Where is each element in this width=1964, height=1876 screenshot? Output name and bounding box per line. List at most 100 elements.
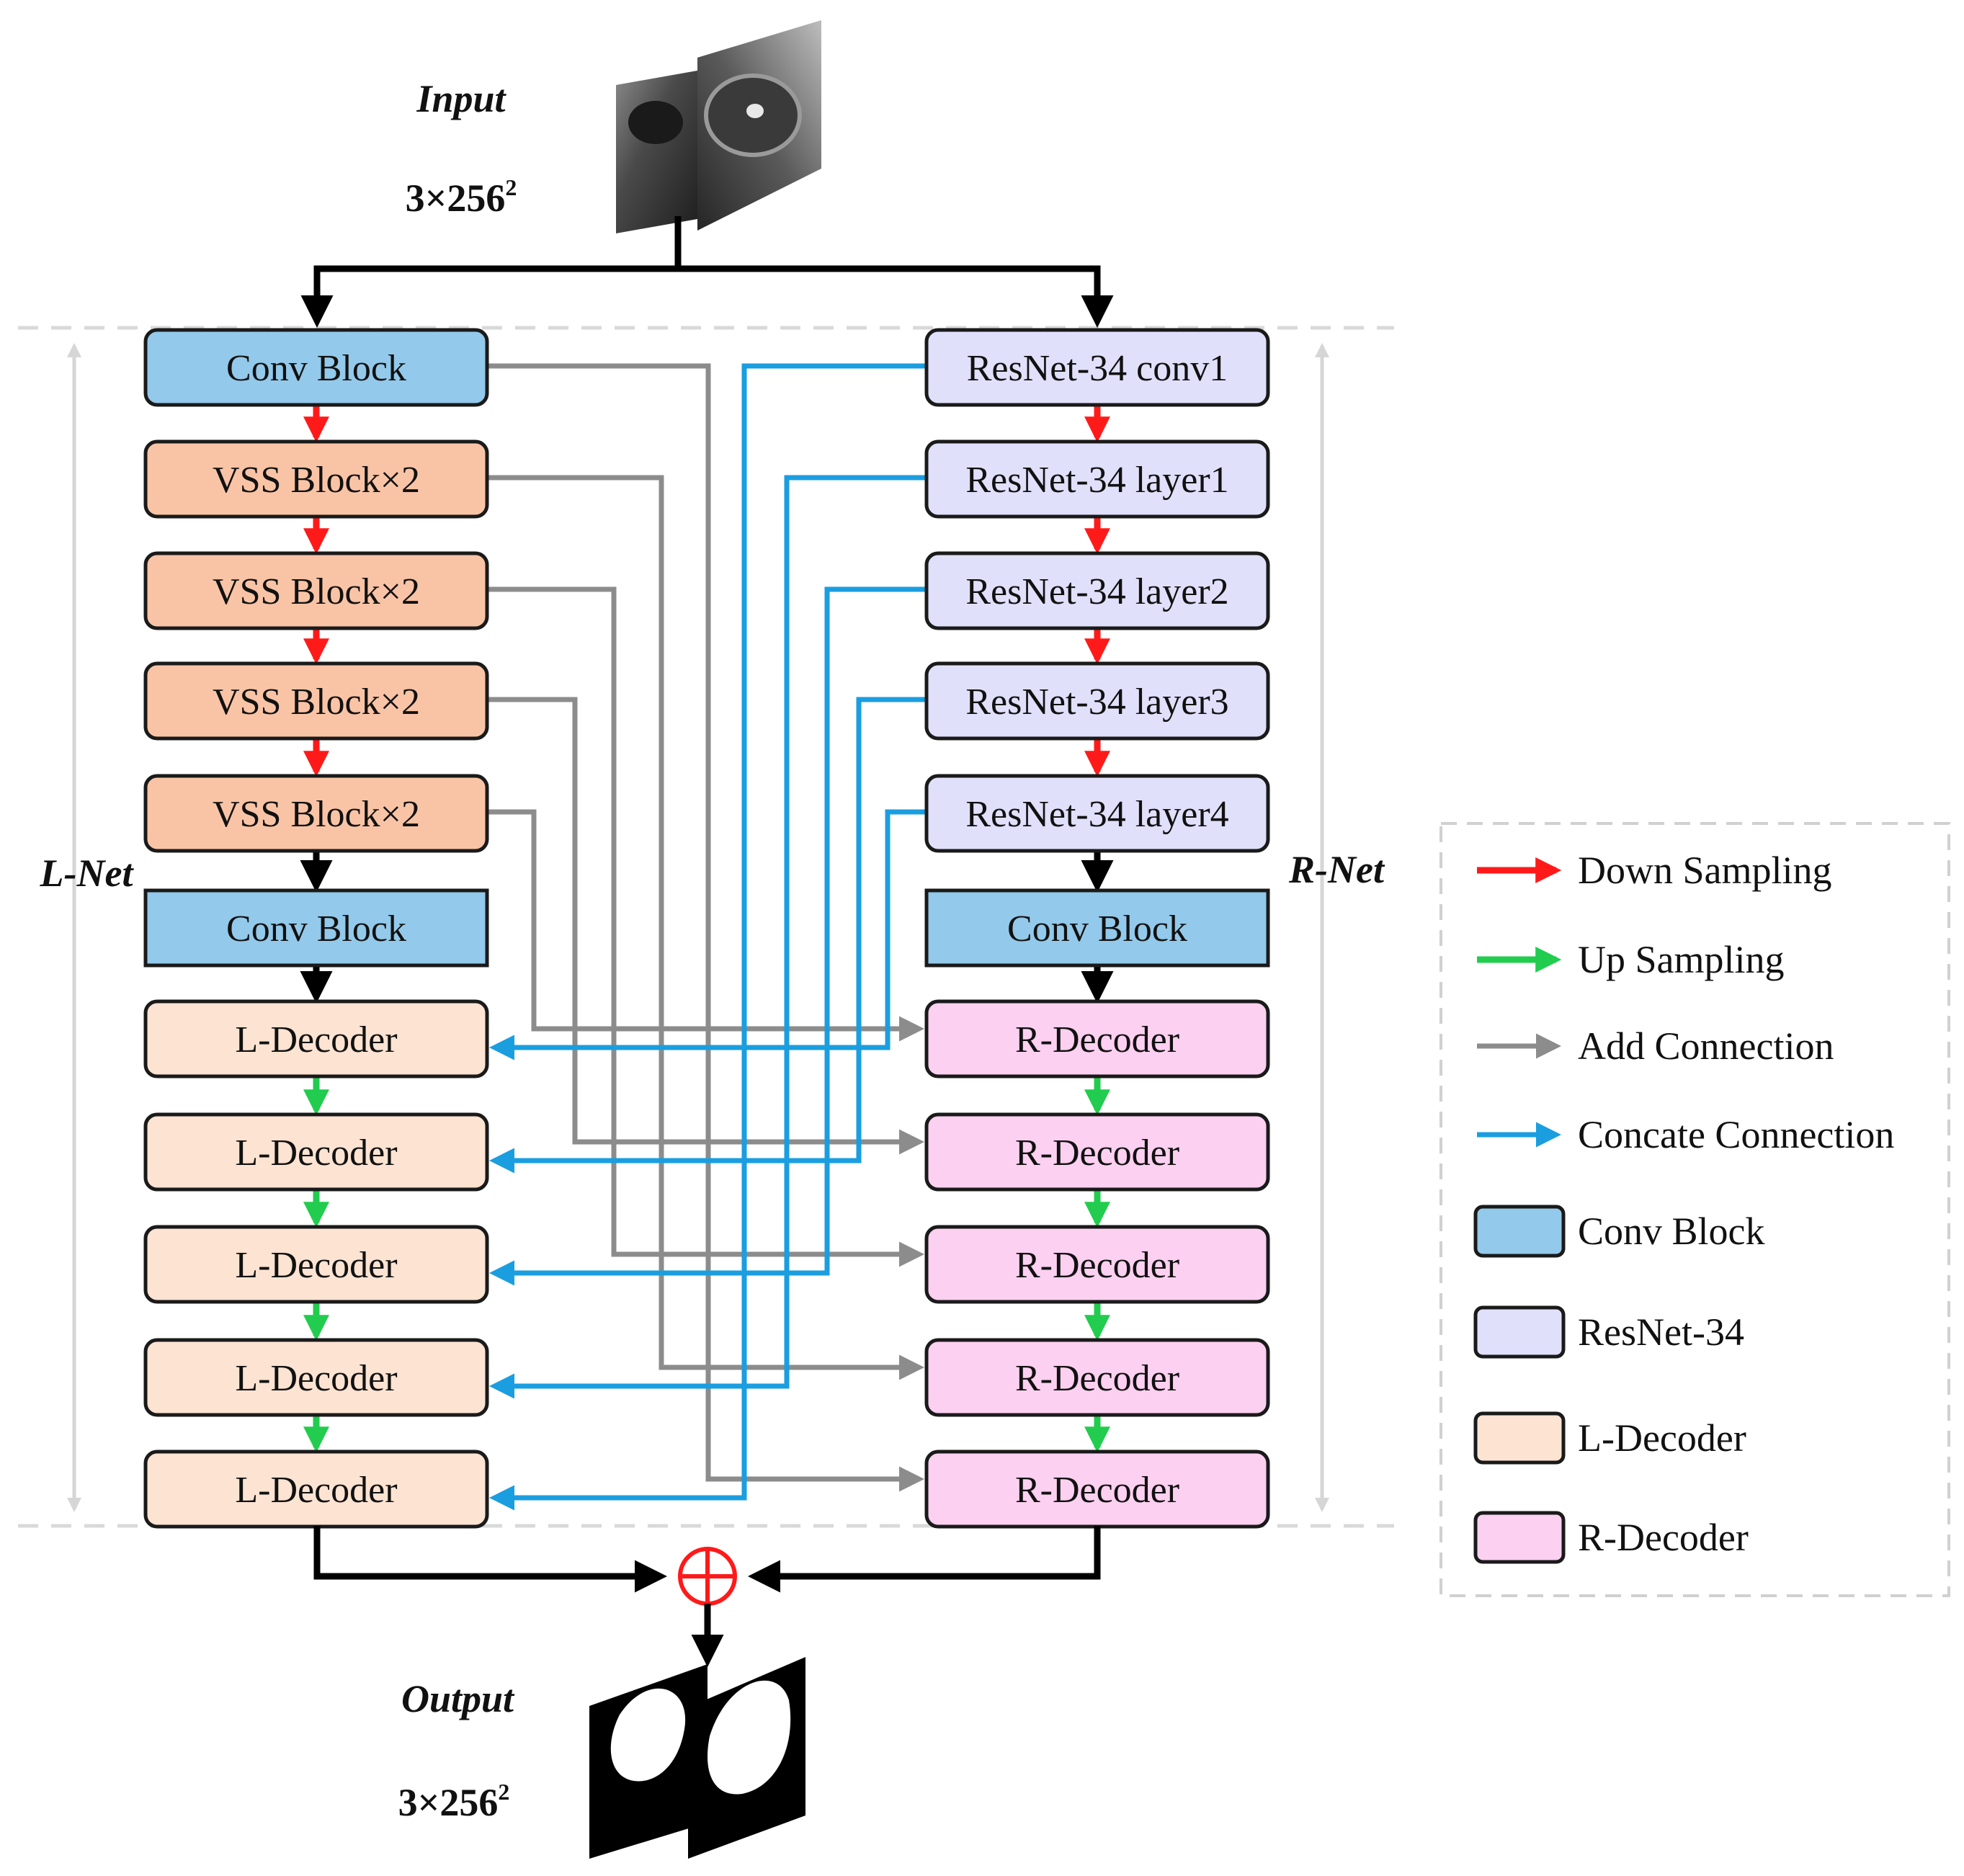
lnet-output-connector — [313, 1526, 667, 1593]
lnet-encoder-2-box — [143, 439, 489, 519]
lnet-decoder-3-label: L-Decoder — [235, 1245, 397, 1286]
rnet-encoder-5-label: ResNet-34 layer4 — [965, 794, 1228, 835]
lnet-encoder-4-label: VSS Block×2 — [213, 682, 420, 723]
input-size: 3×2562 — [406, 174, 517, 220]
lnet-bottleneck-label: Conv Block — [226, 908, 406, 950]
lnet-decoder-1-label: L-Decoder — [235, 1019, 397, 1060]
rnet-encoder-1: ResNet-34 conv1 — [924, 328, 1270, 407]
lnet-label: L-Net — [40, 852, 135, 895]
concat-connection-5 — [489, 809, 927, 1060]
lnet-decoder-5-label: L-Decoder — [235, 1470, 397, 1511]
lnet-decoder-2: L-Decoder — [143, 1112, 489, 1192]
lnet-encoder-2-label: VSS Block×2 — [213, 460, 420, 501]
lnet-decoder-4-label: L-Decoder — [235, 1358, 397, 1399]
rnet-decoder-4: R-Decoder — [924, 1338, 1270, 1417]
lnet-encoder-5: VSS Block×2 — [143, 774, 489, 853]
legend-swatch-3 — [1473, 1411, 1566, 1465]
lnet-encoder-5-box — [143, 774, 489, 853]
rnet-bottleneck-label: Conv Block — [1007, 908, 1187, 950]
lnet-decoder-1-box — [143, 999, 489, 1078]
rnet-decoder-1-box — [924, 999, 1270, 1078]
rnet-decoder-5-label: R-Decoder — [1015, 1470, 1179, 1511]
rnet-encoder-5: ResNet-34 layer4 — [924, 774, 1270, 853]
rnet-encoder-1-box — [924, 328, 1270, 407]
rnet-encoder-1-label: ResNet-34 conv1 — [967, 348, 1228, 389]
add-connection-2 — [487, 475, 924, 1380]
rnet-decoder-3: R-Decoder — [924, 1225, 1270, 1304]
legend-swatch-label-4: R-Decoder — [1578, 1516, 1749, 1559]
output-size: 3×2562 — [398, 1779, 510, 1824]
rnet-encoder-3-label: ResNet-34 layer2 — [965, 571, 1228, 612]
lnet-encoder-1-label: Conv Block — [226, 348, 406, 389]
rnet-encoder-4-label: ResNet-34 layer3 — [965, 682, 1228, 723]
lnet-encoder-3-label: VSS Block×2 — [213, 571, 420, 612]
lnet-decoder-4-box — [143, 1338, 489, 1417]
legend-arrow-label-1: Down Sampling — [1578, 849, 1832, 892]
add-connection-4 — [487, 697, 924, 1155]
lnet-encoder-5-label: VSS Block×2 — [213, 794, 420, 835]
concat-connection-2 — [489, 475, 927, 1399]
rnet-encoder-2: ResNet-34 layer1 — [924, 439, 1270, 519]
output-mask-stack — [589, 1657, 805, 1859]
concat-connections — [489, 363, 927, 1511]
add-connections — [487, 363, 924, 1492]
legend-arrow-label-2: Up Sampling — [1578, 938, 1785, 981]
rnet-decoder-2-box — [924, 1112, 1270, 1192]
input-title: Input — [416, 77, 506, 120]
rnet-decoder-2-label: R-Decoder — [1015, 1133, 1179, 1174]
lnet-decoder-1: L-Decoder — [143, 999, 489, 1078]
legend-frame — [1439, 822, 1950, 1597]
output-title: Output — [401, 1677, 515, 1720]
lnet-decoder-2-label: L-Decoder — [235, 1133, 397, 1174]
legend-arrow-label-3: Add Connection — [1578, 1024, 1834, 1068]
rnet-decoder-4-box — [924, 1338, 1270, 1417]
lnet-bottleneck: Conv Block — [143, 888, 489, 968]
legend-swatch-4 — [1473, 1511, 1566, 1564]
rnet-decoder-3-label: R-Decoder — [1015, 1245, 1179, 1286]
legend-arrow-label-4: Concate Connection — [1578, 1113, 1894, 1156]
lnet-encoder-3-box — [143, 551, 489, 630]
lnet-decoder-3-box — [143, 1225, 489, 1304]
concat-connection-1 — [489, 363, 927, 1511]
lnet-encoder-2: VSS Block×2 — [143, 439, 489, 519]
concat-connection-3 — [489, 586, 927, 1286]
input-fork-left — [300, 265, 678, 328]
add-connection-1 — [487, 363, 924, 1492]
rnet-decoder-1: R-Decoder — [924, 999, 1270, 1078]
rnet-label: R-Net — [1288, 848, 1385, 891]
rnet-output-connector — [748, 1526, 1101, 1593]
lnet-encoder-4-box — [143, 661, 489, 741]
concat-connection-4 — [489, 697, 927, 1174]
lnet-encoder-3: VSS Block×2 — [143, 551, 489, 630]
input-fork-right — [678, 265, 1114, 328]
legend-swatch-label-3: L-Decoder — [1578, 1416, 1746, 1460]
rnet-encoder-5-box — [924, 774, 1270, 853]
legend-swatch-label-2: ResNet-34 — [1578, 1310, 1744, 1354]
lnet-encoder-1-box — [143, 328, 489, 407]
rnet-decoder-2: R-Decoder — [924, 1112, 1270, 1192]
rnet-decoder-4-label: R-Decoder — [1015, 1358, 1179, 1399]
rnet-bottleneck-box — [924, 888, 1270, 968]
lnet-encoder-1: Conv Block — [143, 328, 489, 407]
rnet-decoder-5: R-Decoder — [924, 1450, 1270, 1529]
lnet-encoder-4: VSS Block×2 — [143, 661, 489, 741]
input-image-stack — [616, 20, 821, 233]
element-wise-sum-icon — [678, 1547, 737, 1606]
rnet-decoder-1-label: R-Decoder — [1015, 1019, 1179, 1060]
lnet-decoder-3: L-Decoder — [143, 1225, 489, 1304]
legend-swatch-2 — [1473, 1305, 1566, 1359]
legend-swatch-1 — [1473, 1205, 1566, 1258]
rnet-encoder-3: ResNet-34 layer2 — [924, 551, 1270, 630]
rnet-encoder-2-box — [924, 439, 1270, 519]
rnet-encoder-3-box — [924, 551, 1270, 630]
flow-arrows — [300, 405, 1114, 1453]
rnet-encoder-4-box — [924, 661, 1270, 741]
rnet-encoder-2-label: ResNet-34 layer1 — [965, 460, 1228, 501]
lnet-bottleneck-box — [143, 888, 489, 968]
lnet-decoder-4: L-Decoder — [143, 1338, 489, 1417]
add-connection-3 — [487, 586, 924, 1267]
